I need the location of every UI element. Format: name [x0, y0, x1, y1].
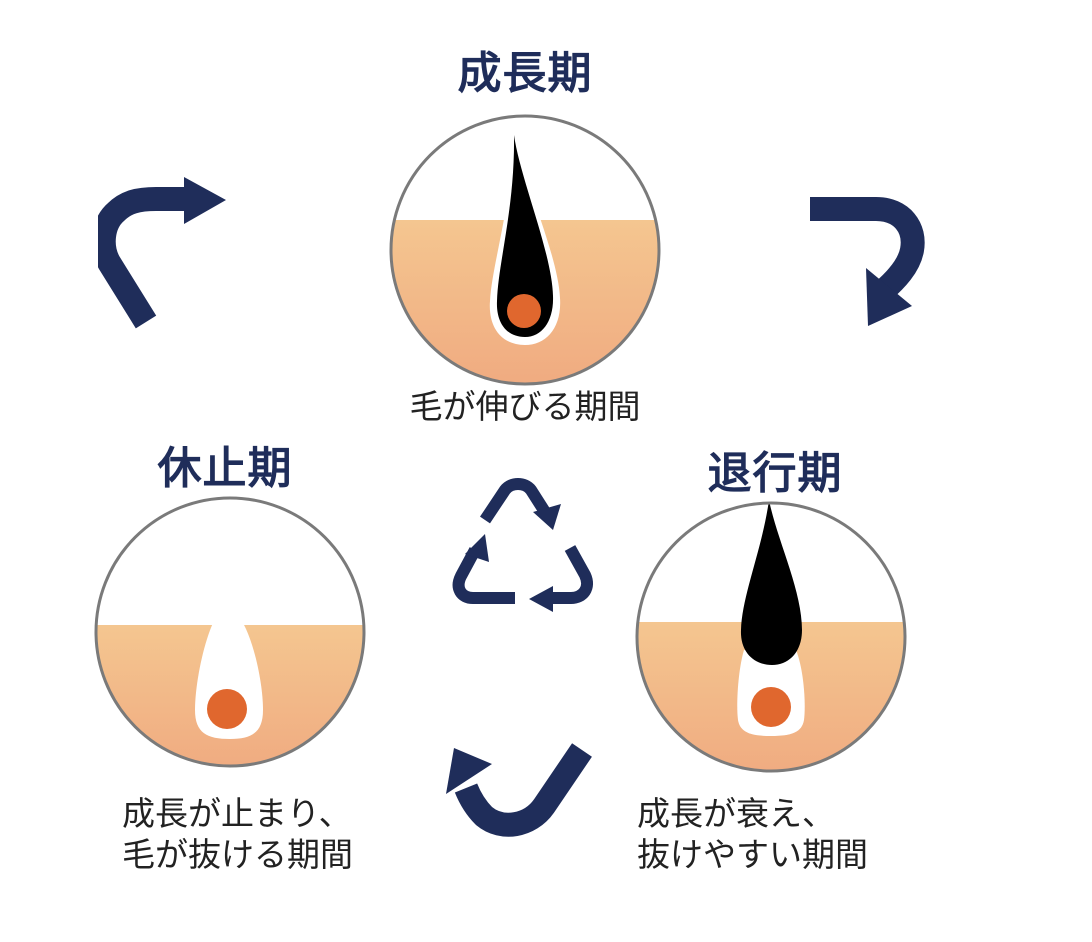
caption-line: 成長が衰え、: [637, 794, 835, 833]
phase-caption-telogen: 成長が止まり、 毛が抜ける期間: [122, 793, 353, 876]
caption-line: 成長が止まり、: [122, 794, 352, 833]
hair-diagram-anagen: [388, 113, 662, 387]
phase-title-telogen: 休止期: [157, 443, 293, 494]
phase-caption-catagen: 成長が衰え、 抜けやすい期間: [637, 793, 868, 876]
caption-line: 抜けやすい期間: [637, 835, 868, 875]
caption-line: 毛が抜ける期間: [122, 835, 353, 875]
phase-title-anagen: 成長期: [457, 48, 593, 99]
hair-diagram-catagen: [634, 500, 908, 774]
hair-diagram-telogen: [93, 495, 367, 769]
curved-arrow-right-icon: [98, 172, 233, 332]
curved-arrow-down-icon: [806, 188, 936, 333]
phase-title-catagen: 退行期: [707, 448, 843, 499]
recycle-icon: [445, 470, 595, 620]
curved-arrow-up-left-icon: [432, 736, 602, 846]
phase-caption-anagen: 毛が伸びる期間: [355, 386, 695, 427]
caption-line: 毛が伸びる期間: [409, 387, 641, 426]
